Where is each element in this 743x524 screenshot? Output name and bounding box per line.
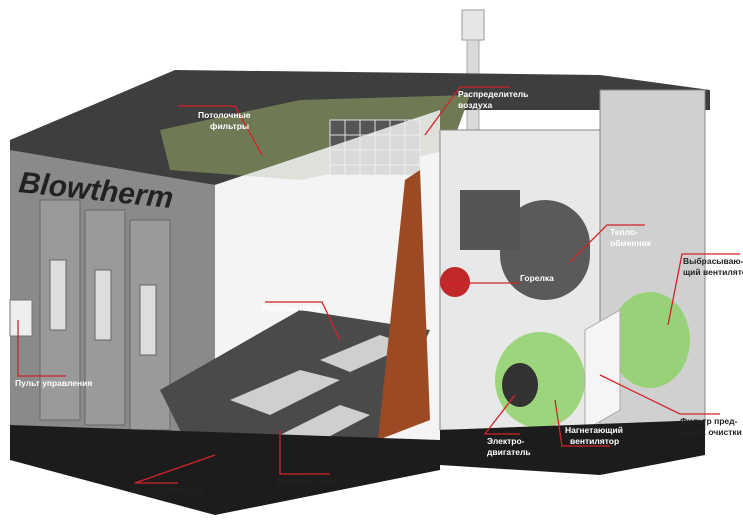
label-control-panel: Пульт управления: [15, 378, 92, 388]
control-panel: [9, 299, 33, 337]
label-motor: Электро-двигатель: [487, 436, 531, 457]
label-filter-tray: Поддон фильтра: [132, 485, 204, 495]
separation-wall: [378, 170, 430, 440]
label-heat-exchanger: Тепло-обменник: [610, 227, 652, 248]
heat-exchanger-front: [460, 190, 520, 250]
booth-doors: [39, 199, 171, 431]
prefilter: [584, 309, 621, 431]
label-burner: Горелка: [520, 273, 554, 283]
leader-lines: [17, 86, 740, 484]
exhaust-fan: [610, 292, 690, 388]
label-floor-filters: Фильтры пола: [276, 476, 338, 486]
heat-exchanger: [500, 200, 590, 300]
label-floor-grates: Решетки пола: [262, 303, 320, 313]
chimney-cap: [461, 9, 485, 41]
motor: [502, 363, 538, 407]
burner: [440, 267, 470, 297]
label-exhaust-fan: Выбрасываю-щий вентилятор: [683, 256, 743, 277]
label-prefilter: Фильтр пред-варит. очистки: [680, 416, 742, 437]
booth-base: [10, 425, 440, 515]
